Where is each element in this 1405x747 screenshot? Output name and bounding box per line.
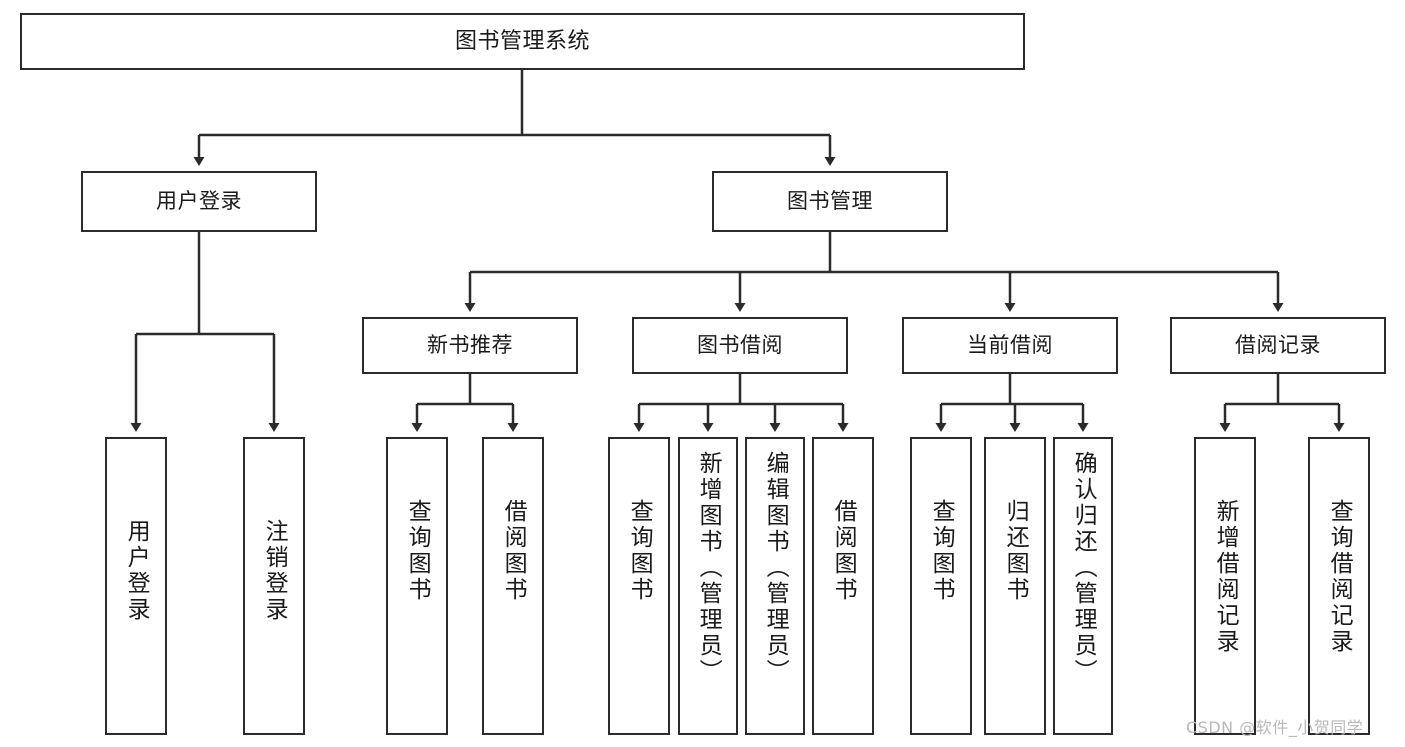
node-leaf-edit-book-admin[interactable]: 编辑图书（管理员） [745, 437, 805, 735]
node-new-book-recommend[interactable]: 新书推荐 [362, 317, 578, 374]
node-leaf-query-book-current[interactable]: 查询图书 [910, 437, 972, 735]
node-leaf-add-book-admin[interactable]: 新增图书（管理员） [678, 437, 738, 735]
node-book-borrow[interactable]: 图书借阅 [632, 317, 848, 374]
node-label: 归还图书 [1002, 499, 1029, 603]
node-label: 用户登录 [156, 189, 242, 213]
node-label: 编辑图书（管理员） [762, 451, 789, 685]
node-label: 图书管理系统 [454, 28, 590, 54]
node-leaf-query-borrow-record[interactable]: 查询借阅记录 [1308, 437, 1370, 735]
node-label: 当前借阅 [967, 333, 1053, 357]
node-label: 借阅记录 [1235, 333, 1321, 357]
edge-currentborrow-to-leaves [935, 374, 1089, 432]
edge-borrowrecord-to-leaves [1219, 374, 1345, 432]
watermark-text: CSDN @软件_小贺同学 [1186, 718, 1364, 737]
node-leaf-borrow-book-recommend[interactable]: 借阅图书 [482, 437, 544, 735]
node-label: 图书管理 [787, 189, 873, 213]
node-leaf-query-book-recommend[interactable]: 查询图书 [386, 437, 448, 735]
node-leaf-query-book-borrow[interactable]: 查询图书 [608, 437, 670, 735]
node-label: 查询借阅记录 [1326, 499, 1353, 655]
node-leaf-add-borrow-record[interactable]: 新增借阅记录 [1194, 437, 1256, 735]
node-user-login[interactable]: 用户登录 [81, 171, 317, 232]
node-leaf-borrow-book[interactable]: 借阅图书 [812, 437, 874, 735]
node-label: 注销登录 [261, 519, 288, 623]
node-borrow-record[interactable]: 借阅记录 [1170, 317, 1386, 374]
edge-bookborrow-to-leaves [633, 374, 849, 432]
node-label: 新书推荐 [427, 333, 513, 357]
node-label: 借阅图书 [830, 499, 857, 603]
node-label: 新增图书（管理员） [695, 451, 722, 685]
node-label: 查询图书 [626, 499, 653, 603]
node-label: 查询图书 [928, 499, 955, 603]
node-leaf-user-login[interactable]: 用户登录 [105, 437, 167, 735]
node-leaf-return-book[interactable]: 归还图书 [984, 437, 1046, 735]
edge-recommend-to-leaves [411, 374, 519, 432]
node-label: 借阅图书 [500, 499, 527, 603]
edge-root-to-level2 [193, 70, 836, 166]
node-current-borrow[interactable]: 当前借阅 [902, 317, 1118, 374]
edge-userlogin-to-leaves [130, 232, 280, 432]
node-label: 新增借阅记录 [1212, 499, 1239, 655]
node-label: 用户登录 [123, 519, 150, 623]
node-leaf-logout[interactable]: 注销登录 [243, 437, 305, 735]
node-leaf-confirm-return-admin[interactable]: 确认归还（管理员） [1053, 437, 1113, 735]
node-book-manage[interactable]: 图书管理 [712, 171, 948, 232]
node-label: 查询图书 [404, 499, 431, 603]
edge-bookmanage-to-level3 [464, 232, 1284, 312]
node-label: 确认归还（管理员） [1070, 451, 1097, 685]
node-root-system[interactable]: 图书管理系统 [20, 13, 1025, 70]
node-label: 图书借阅 [697, 333, 783, 357]
